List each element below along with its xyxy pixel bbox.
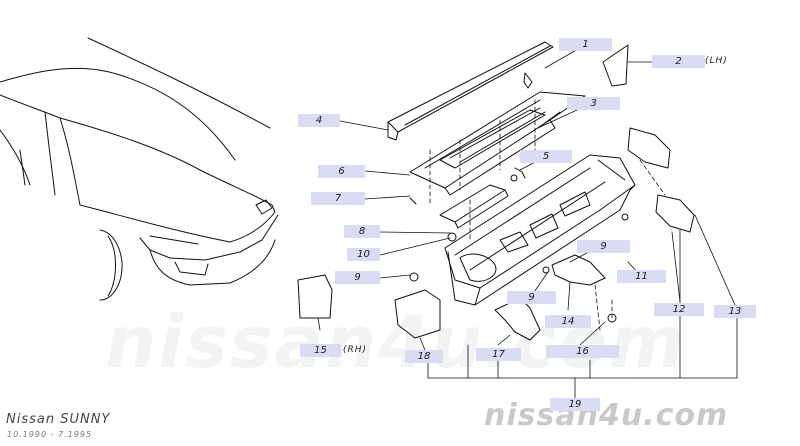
model-name: Nissan SUNNY: [6, 412, 111, 427]
cowl-extension: [439, 184, 509, 229]
callout-18[interactable]: 18: [405, 350, 443, 363]
callout-9-lower[interactable]: 9: [507, 291, 556, 304]
callout-17[interactable]: 17: [476, 348, 521, 361]
callout-13[interactable]: 13: [714, 305, 756, 318]
callout-5[interactable]: 5: [520, 150, 572, 163]
callout-12[interactable]: 12: [654, 303, 704, 316]
callout-9-left[interactable]: 9: [335, 271, 380, 284]
guide-lines: [429, 99, 666, 331]
side-label-rh: (RH): [343, 345, 368, 355]
callout-10[interactable]: 10: [347, 248, 380, 261]
watermark-small: nissan4u.com: [484, 398, 729, 433]
group-brackets: [427, 229, 738, 399]
callout-9-right[interactable]: 9: [577, 240, 630, 253]
callout-15[interactable]: 15: [300, 344, 341, 357]
callout-8[interactable]: 8: [344, 225, 380, 238]
car-outline: [0, 37, 279, 301]
callout-1[interactable]: 1: [559, 38, 612, 51]
callout-16[interactable]: 16: [546, 345, 619, 358]
callout-2[interactable]: 2: [652, 55, 705, 68]
leader-lines: [317, 44, 736, 351]
dash-upper-panel: [444, 154, 636, 306]
side-label-lh: (LH): [705, 56, 728, 66]
callout-3[interactable]: 3: [567, 97, 620, 110]
callout-4[interactable]: 4: [298, 114, 340, 127]
callout-11[interactable]: 11: [617, 270, 666, 283]
callout-7[interactable]: 7: [311, 192, 365, 205]
callout-14[interactable]: 14: [545, 315, 591, 328]
callout-19[interactable]: 19: [550, 398, 600, 411]
production-period: 10.1990 - 7.1995: [7, 430, 93, 439]
cowl-grille-strip: [387, 41, 554, 141]
callout-6[interactable]: 6: [318, 165, 365, 178]
brackets: [297, 44, 695, 341]
watermark-large: nissan4u.com: [105, 300, 686, 384]
